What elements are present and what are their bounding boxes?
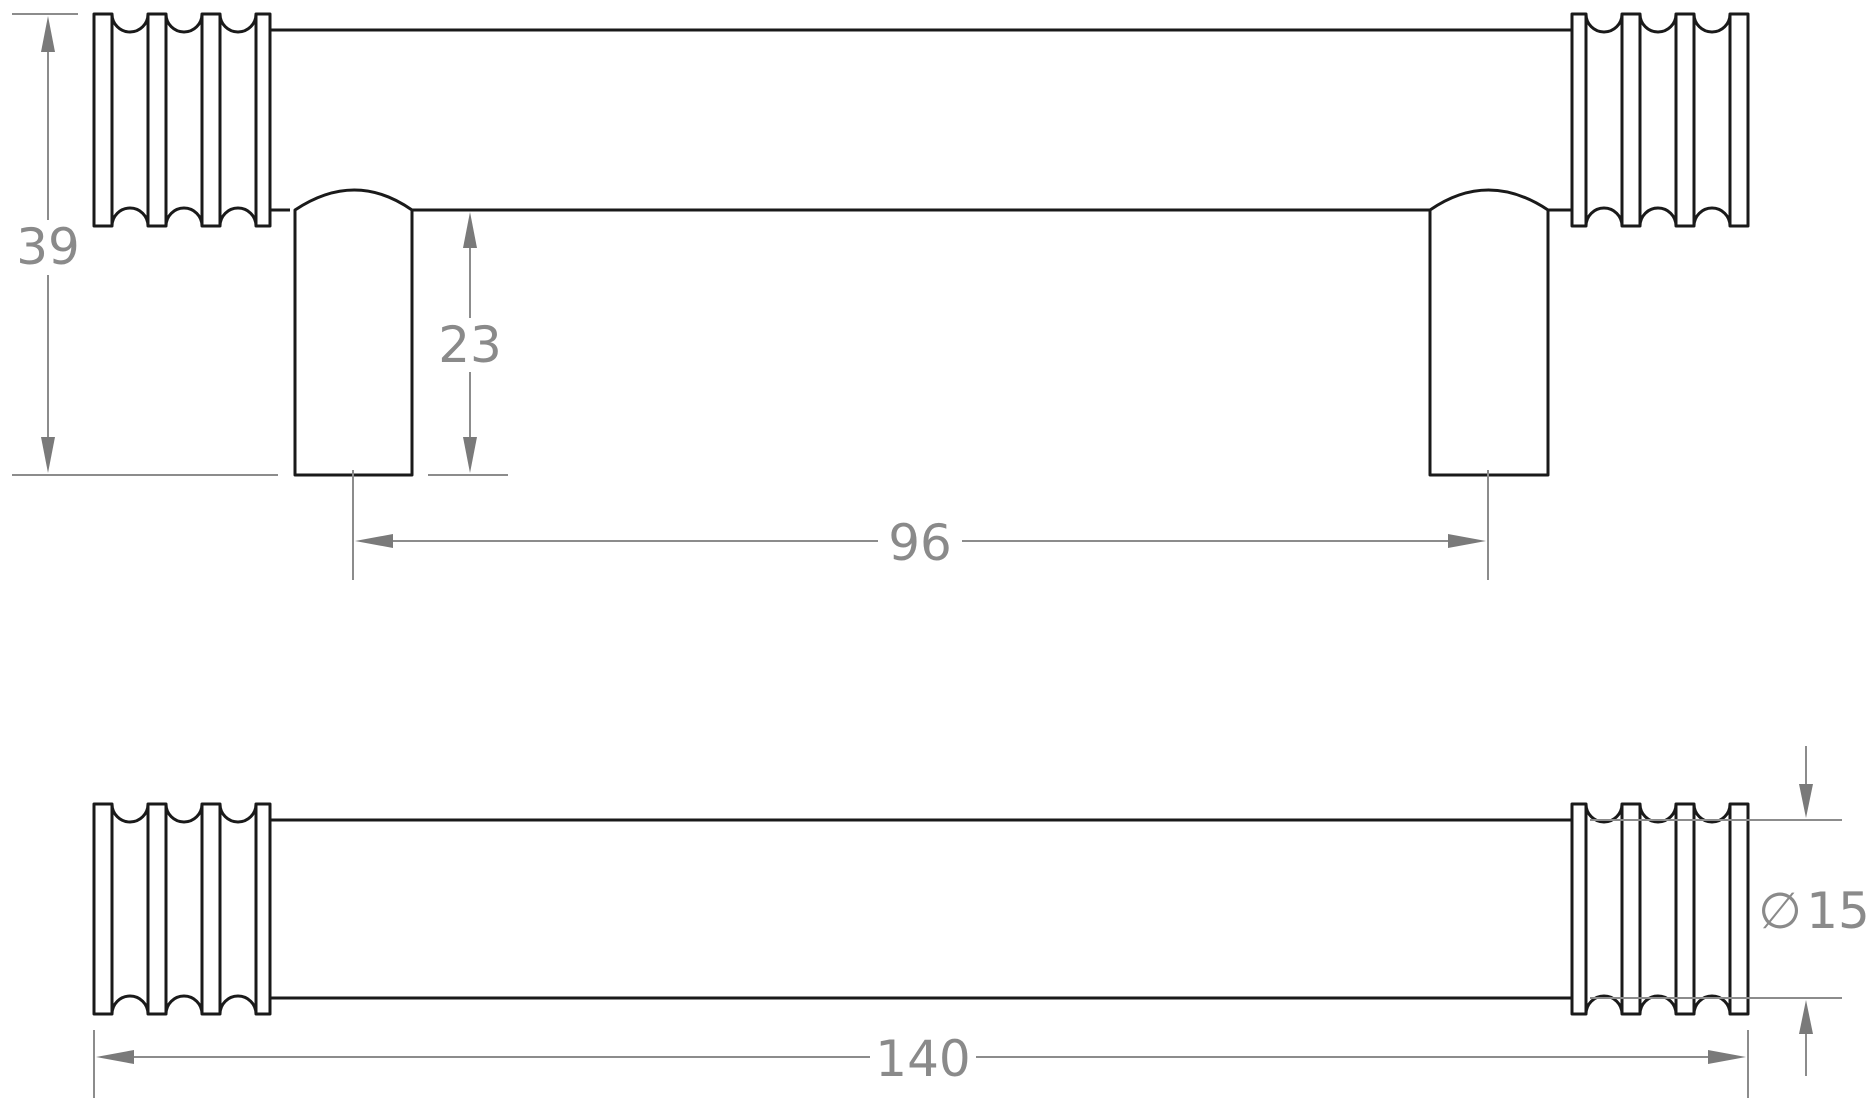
top-view-right-end-cap [1570, 802, 1750, 1016]
dimension-diameter: ∅ 15 [1590, 746, 1866, 1076]
dimension-overall-height: 39 [12, 13, 278, 476]
overall-height-label: 39 [16, 218, 80, 276]
top-view-bar [270, 818, 1572, 1000]
side-view-left-leg [293, 188, 414, 477]
diameter-symbol: ∅ [1758, 882, 1802, 940]
dimension-leg-height: 23 [428, 212, 508, 476]
side-view-right-leg [1428, 188, 1550, 477]
side-view-right-end-cap [1570, 12, 1750, 228]
diameter-label: 15 [1806, 882, 1866, 940]
side-view-bar [270, 28, 1572, 212]
overall-length-label: 140 [875, 1030, 970, 1088]
dimension-center-distance: 96 [352, 470, 1489, 580]
dimension-overall-length: 140 [93, 1030, 1749, 1098]
side-view-left-end-cap [92, 12, 272, 228]
side-view [92, 12, 1750, 477]
top-view-left-end-cap [92, 802, 272, 1016]
leg-height-label: 23 [438, 316, 502, 374]
center-distance-label: 96 [888, 514, 952, 572]
top-view [92, 802, 1750, 1016]
